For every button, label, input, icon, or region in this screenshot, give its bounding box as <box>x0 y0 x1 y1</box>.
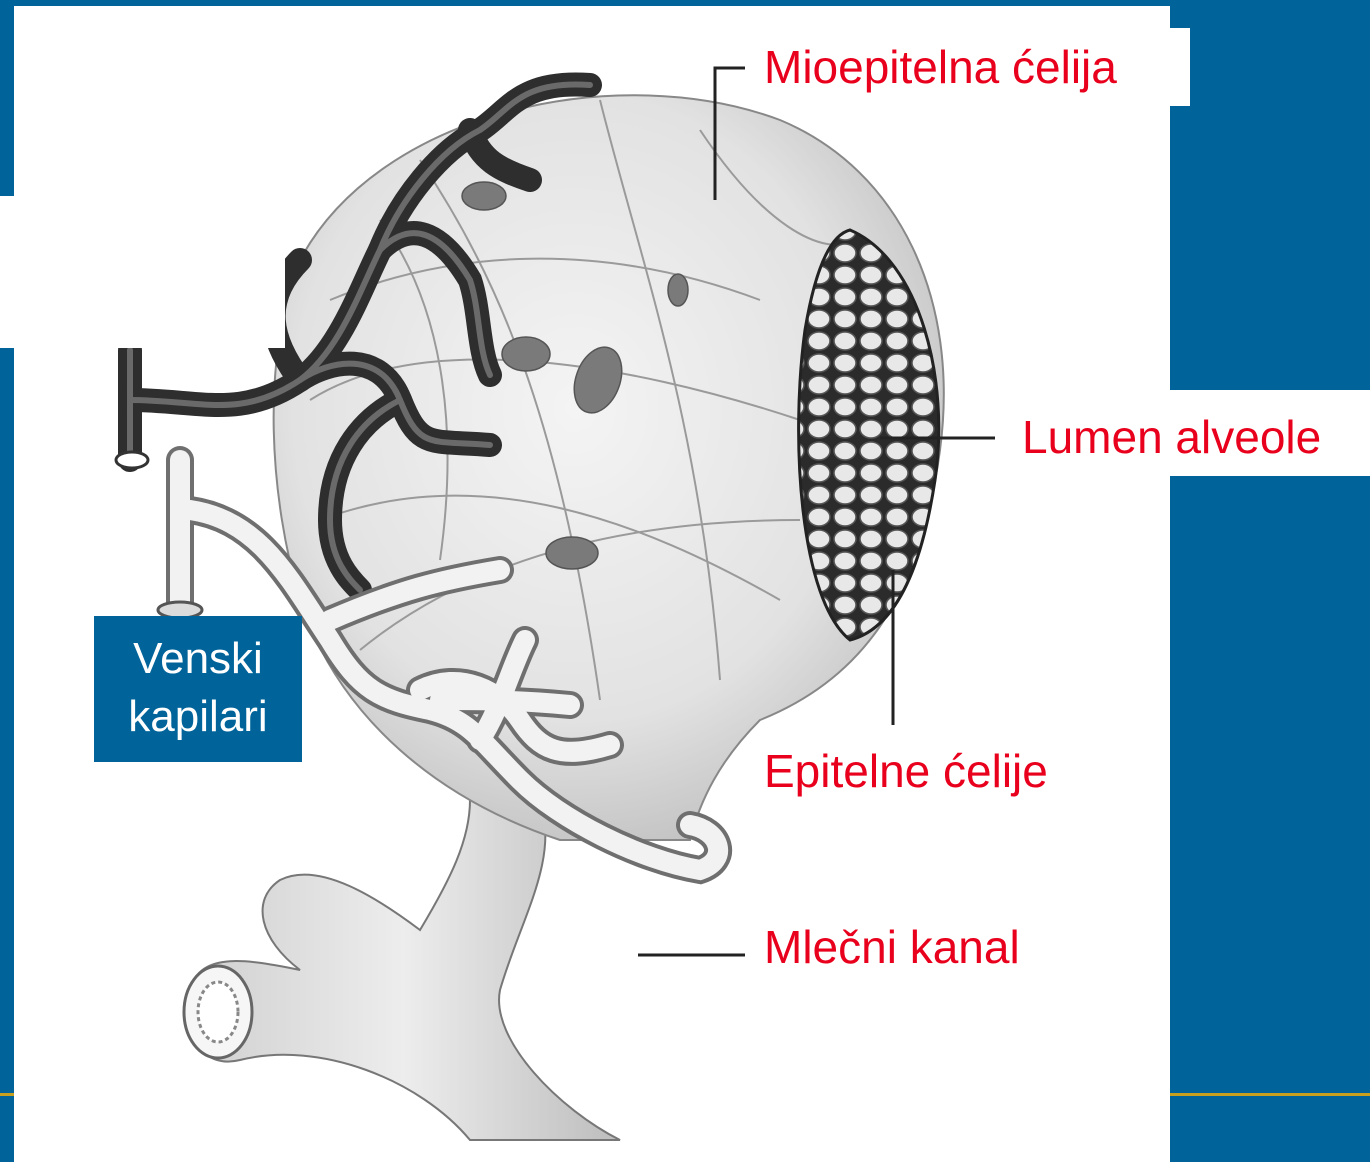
label-milk-duct: Mlečni kanal <box>764 924 1020 970</box>
label-venous-line1: Venski <box>94 630 302 688</box>
label-myoepithelial-cell: Mioepitelna ćelija <box>764 44 1117 90</box>
label-epithelial-cells: Epitelne ćelije <box>764 748 1048 794</box>
blank-patch <box>0 196 285 348</box>
alveolus <box>274 95 944 840</box>
milk-duct <box>184 800 620 1140</box>
label-venous-capillaries: Venski kapilari <box>94 616 302 762</box>
label-alveolar-lumen: Lumen alveole <box>1022 414 1321 460</box>
label-venous-line2: kapilari <box>94 688 302 746</box>
